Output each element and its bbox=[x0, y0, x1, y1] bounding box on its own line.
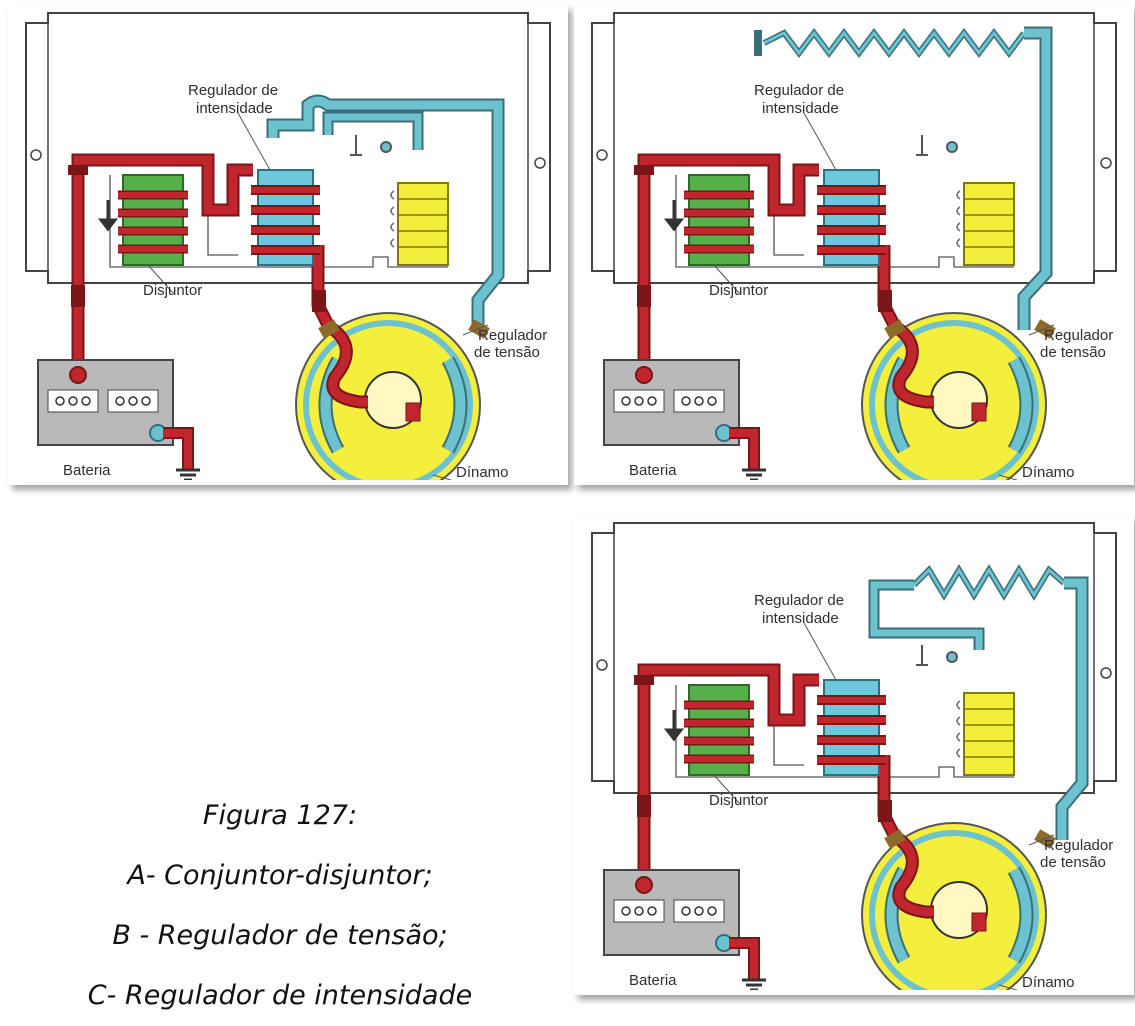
dynamo-label: Dínamo bbox=[456, 464, 509, 480]
mounting-hole-left bbox=[596, 659, 608, 671]
breaker-relay bbox=[663, 684, 754, 776]
circuit-diagram: Regulador de intensidade Disjuntor Regul… bbox=[591, 522, 1117, 990]
voltage-regulator-label-2: de tensão bbox=[1040, 344, 1106, 361]
excitation-wire bbox=[868, 564, 1089, 840]
dynamo bbox=[295, 312, 490, 480]
contact-points bbox=[916, 135, 958, 156]
breaker-relay bbox=[97, 174, 188, 266]
voltage-regulator-label-1: Regulador bbox=[1044, 837, 1113, 854]
mounting-hole-right bbox=[534, 157, 546, 169]
excitation-wire bbox=[754, 26, 1053, 330]
breaker-label: Disjuntor bbox=[709, 282, 768, 299]
circuit-diagram: Regulador de intensidade Disjuntor Regul… bbox=[25, 12, 551, 480]
intensity-regulator-label-2: intensidade bbox=[762, 100, 839, 117]
intensity-regulator-coil bbox=[817, 169, 886, 266]
diagram-panel-a: Regulador de intensidade Disjuntor Regul… bbox=[8, 5, 568, 485]
intensity-regulator-label-1: Regulador de bbox=[754, 592, 844, 609]
voltage-regulator-coil bbox=[956, 692, 1015, 776]
intensity-regulator-label-2: intensidade bbox=[196, 100, 273, 117]
intensity-regulator-label-1: Regulador de bbox=[188, 82, 278, 99]
voltage-regulator-coil bbox=[956, 182, 1015, 266]
caption-title: Figura 127: bbox=[202, 800, 358, 831]
charging-wire bbox=[68, 153, 334, 365]
battery bbox=[37, 359, 174, 446]
contact-points bbox=[916, 645, 958, 666]
diagram-panel-b: Regulador de intensidade Disjuntor Regul… bbox=[574, 5, 1134, 485]
intensity-regulator-coil bbox=[251, 169, 320, 266]
dynamo-label: Dínamo bbox=[1022, 464, 1075, 480]
circuit-diagram: Regulador de intensidade Disjuntor Regul… bbox=[591, 12, 1117, 480]
figure-caption: Figura 127: A- Conjuntor-disjuntor; B - … bbox=[40, 786, 520, 1026]
voltage-regulator-label-1: Regulador bbox=[478, 327, 547, 344]
ground-symbol bbox=[729, 937, 766, 990]
voltage-regulator-label-1: Regulador bbox=[1044, 327, 1113, 344]
dynamo-label: Dínamo bbox=[1022, 974, 1075, 990]
intensity-regulator-label-1: Regulador de bbox=[754, 82, 844, 99]
breaker-label: Disjuntor bbox=[709, 792, 768, 809]
intensity-regulator-label-2: intensidade bbox=[762, 610, 839, 627]
caption-item-a: A- Conjuntor-disjuntor; bbox=[127, 860, 433, 891]
mounting-hole-left bbox=[30, 149, 42, 161]
voltage-regulator-label-2: de tensão bbox=[1040, 854, 1106, 871]
battery-label: Bateria bbox=[629, 972, 677, 989]
diagram-panel-c: Regulador de intensidade Disjuntor Regul… bbox=[574, 515, 1134, 995]
dynamo bbox=[861, 822, 1056, 990]
charging-wire bbox=[634, 663, 900, 875]
dynamo bbox=[861, 312, 1056, 480]
excitation-wire bbox=[266, 94, 505, 330]
battery bbox=[603, 359, 740, 446]
battery bbox=[603, 869, 740, 956]
voltage-regulator-coil bbox=[390, 182, 449, 266]
mounting-hole-left bbox=[596, 149, 608, 161]
breaker-relay bbox=[663, 174, 754, 266]
battery-label: Bateria bbox=[63, 462, 111, 479]
caption-item-b: B - Regulador de tensão; bbox=[112, 920, 448, 951]
voltage-regulator-label-2: de tensão bbox=[474, 344, 540, 361]
battery-label: Bateria bbox=[629, 462, 677, 479]
ground-symbol bbox=[163, 427, 200, 480]
intensity-regulator-coil bbox=[817, 679, 886, 776]
ground-symbol bbox=[729, 427, 766, 480]
caption-item-c: C- Regulador de intensidade bbox=[87, 980, 473, 1011]
mounting-hole-right bbox=[1100, 667, 1112, 679]
mounting-hole-right bbox=[1100, 157, 1112, 169]
charging-wire bbox=[634, 153, 900, 365]
contact-points bbox=[350, 135, 392, 156]
breaker-label: Disjuntor bbox=[143, 282, 202, 299]
